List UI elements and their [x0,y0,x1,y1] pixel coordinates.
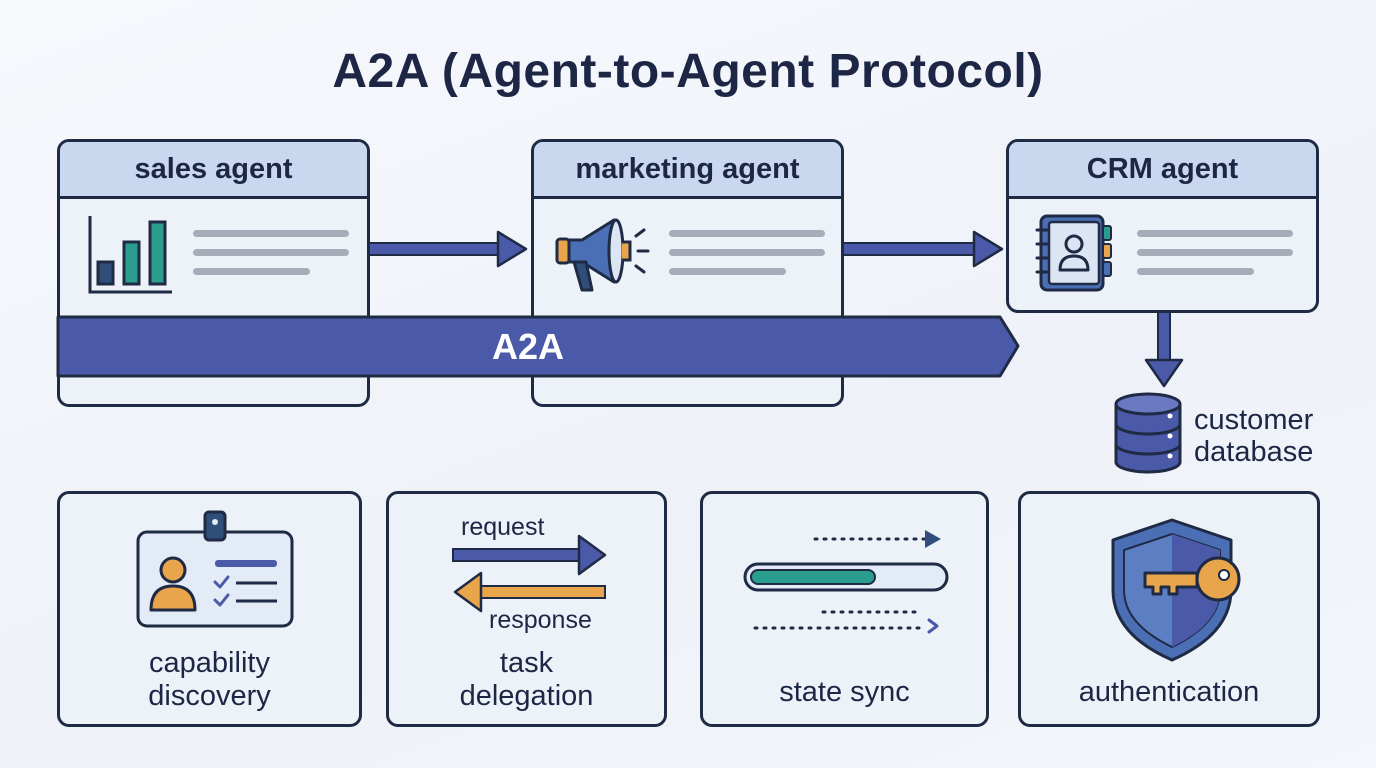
database-label-line2: database [1194,436,1314,468]
agent-card-crm: CRM agent [1006,139,1319,313]
placeholder-text-lines [1137,230,1293,287]
database-label-line1: customer [1194,404,1314,436]
agent-card-title: CRM agent [1009,142,1316,199]
feature-label-line2: discovery [148,680,271,712]
arrow-sales-to-marketing [367,230,528,268]
feature-label-line2: delegation [459,680,594,712]
megaphone-icon [555,218,650,292]
feature-card-capability-discovery: capability discovery [57,491,362,727]
shield-key-icon [1111,518,1241,662]
request-response-arrows-icon: request response [452,513,607,634]
feature-label-line1: authentication [1078,676,1260,708]
feature-card-authentication: authentication [1018,491,1320,727]
feature-label: authentication [1021,676,1317,709]
placeholder-text-lines [193,230,349,287]
contact-book-icon [1035,214,1112,292]
agent-card-title: sales agent [60,142,367,199]
feature-card-task-delegation: request response task delegation [386,491,667,727]
feature-label: state sync [703,676,986,709]
page-title: A2A (Agent-to-Agent Protocol) [332,45,1044,98]
arrow-crm-to-database [1144,311,1184,388]
placeholder-text-lines [669,230,825,287]
feature-label-line1: state sync [779,676,910,708]
response-label: response [489,606,592,634]
database-icon [1114,392,1182,474]
id-badge-icon [136,510,294,628]
feature-label-line1: task [499,647,554,679]
sync-progress-icon [743,530,949,634]
agent-card-marketing: marketing agent [531,139,844,407]
agent-card-title: marketing agent [534,142,841,199]
request-label: request [461,513,544,541]
bar-chart-icon [88,216,172,294]
arrow-marketing-to-crm [842,230,1004,268]
database-label: customer database [1194,404,1313,468]
feature-label: capability discovery [60,647,359,713]
feature-label-line1: capability [149,647,270,679]
feature-card-state-sync: state sync [700,491,989,727]
a2a-band-label: A2A [491,326,565,367]
feature-label: task delegation [389,647,664,713]
